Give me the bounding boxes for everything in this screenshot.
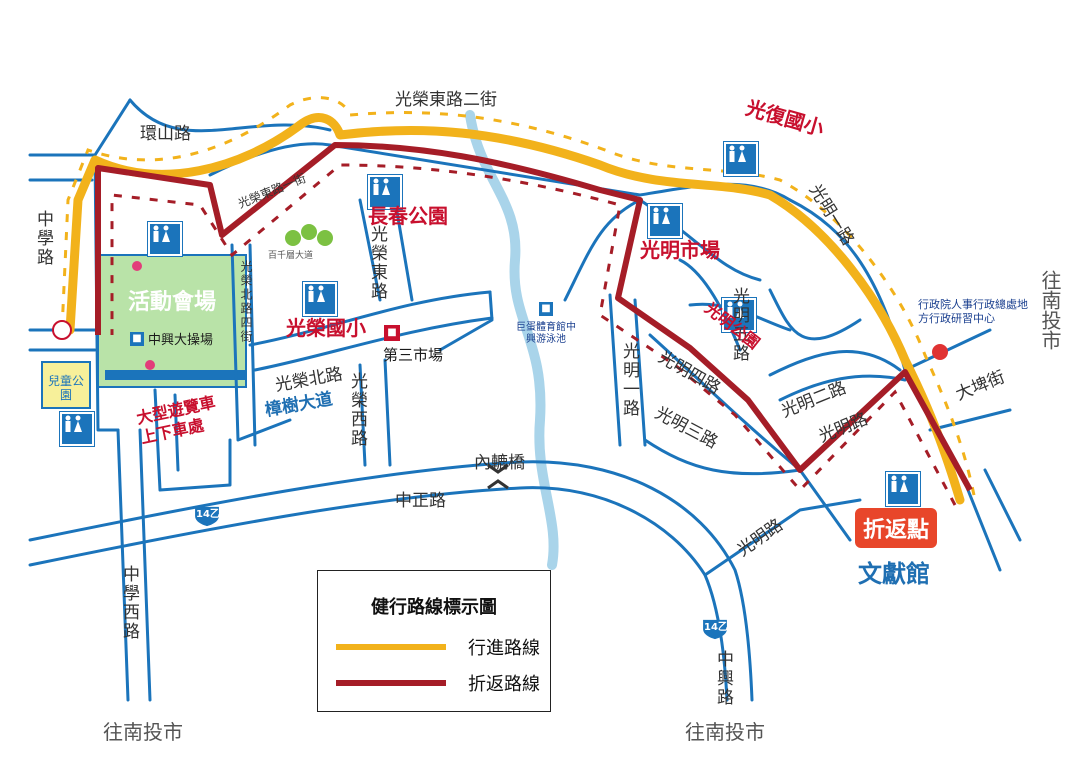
restroom-icon <box>148 222 182 256</box>
legend-row-return: 折返路線 <box>336 671 540 695</box>
place-kids-park: 兒童公園 <box>48 374 85 402</box>
gym-icon: ■ <box>130 332 144 346</box>
road-label-zhongxue-west: 中學西路 <box>119 565 139 641</box>
tree-icon <box>285 224 333 246</box>
highway-shield-icon <box>195 506 219 527</box>
turnaround-badge: 折返點 <box>855 508 938 548</box>
road-label-guangming-5: 光明五路 <box>729 287 749 363</box>
restroom-icon <box>303 282 337 316</box>
road-label-guangrong-east: 光榮東路 <box>367 225 387 301</box>
venue-field <box>97 254 247 388</box>
return-chevrons <box>110 163 957 506</box>
road-label-guangrong-north-4: 光榮北路四街 <box>239 260 253 344</box>
bus-stop-icon <box>52 320 72 340</box>
road-label-guangrong-west: 光榮西路 <box>347 372 367 448</box>
legend-label-forward: 行進路線 <box>468 638 540 659</box>
place-guangrong-school: 光榮國小 <box>286 316 366 340</box>
highway-label: 14乙 <box>704 622 728 633</box>
road-label-neiyi-bridge: 內轆橋 <box>474 453 525 473</box>
market-icon: ■ <box>384 325 400 341</box>
road-label-zhongxing: 中興路 <box>713 650 733 707</box>
location-dot <box>932 344 948 360</box>
venue-dot <box>132 261 142 271</box>
road-label-zhongxue: 中學路 <box>33 210 53 267</box>
highway-label: 14乙 <box>196 509 220 520</box>
river <box>465 110 559 570</box>
road-label-guangming-1: 光明一路 <box>619 342 639 418</box>
legend-label-return: 折返路線 <box>468 674 540 695</box>
legend-swatch-forward <box>336 644 446 650</box>
stadium-icon: ■ <box>539 302 553 316</box>
restroom-icon <box>368 175 402 209</box>
forward-chevrons <box>60 96 977 501</box>
restroom-icon <box>722 298 756 332</box>
highway-shield-icon <box>703 619 727 640</box>
road-network <box>28 98 1022 702</box>
place-museum: 文獻館 <box>858 560 930 588</box>
place-zhongxing-field: 中興大操場 <box>148 333 214 348</box>
destination-nantou-left: 往南投市 <box>103 720 183 744</box>
forward-route <box>65 113 965 505</box>
place-personnel-center: 行政院人事行政總處地方行政研習中心 <box>918 298 1028 325</box>
venue-blue-edge <box>105 370 247 380</box>
place-changchun-park: 長春公園 <box>368 204 448 228</box>
restroom-icon <box>60 412 94 446</box>
place-third-market: 第三市場 <box>383 346 444 364</box>
legend-swatch-return <box>336 680 446 686</box>
road-label-huanshan: 環山路 <box>140 124 191 144</box>
road-label-zhongzheng: 中正路 <box>395 491 446 511</box>
restroom-icon <box>886 472 920 506</box>
venue-dot <box>145 360 155 370</box>
restroom-icon <box>648 204 682 238</box>
legend-row-forward: 行進路線 <box>336 635 540 659</box>
bridge-icon <box>487 463 509 490</box>
kids-park-area <box>41 361 91 409</box>
restroom-icon <box>724 142 758 176</box>
legend: 健行路線標示圖 行進路線 折返路線 <box>317 570 551 712</box>
road-label-guangrong-east-2: 光榮東路二街 <box>395 90 497 110</box>
return-route <box>95 142 973 492</box>
destination-nantou-east: 往南投市 <box>1038 270 1062 350</box>
place-activity-venue: 活動會場 <box>128 290 217 315</box>
legend-title: 健行路線標示圖 <box>371 597 497 618</box>
place-stadium: 巨蛋體育館中興游泳池 <box>516 322 576 345</box>
place-baiqian-ave: 百千層大道 <box>268 251 314 261</box>
place-guangming-market: 光明市場 <box>640 238 720 262</box>
destination-nantou-right: 往南投市 <box>685 720 765 744</box>
